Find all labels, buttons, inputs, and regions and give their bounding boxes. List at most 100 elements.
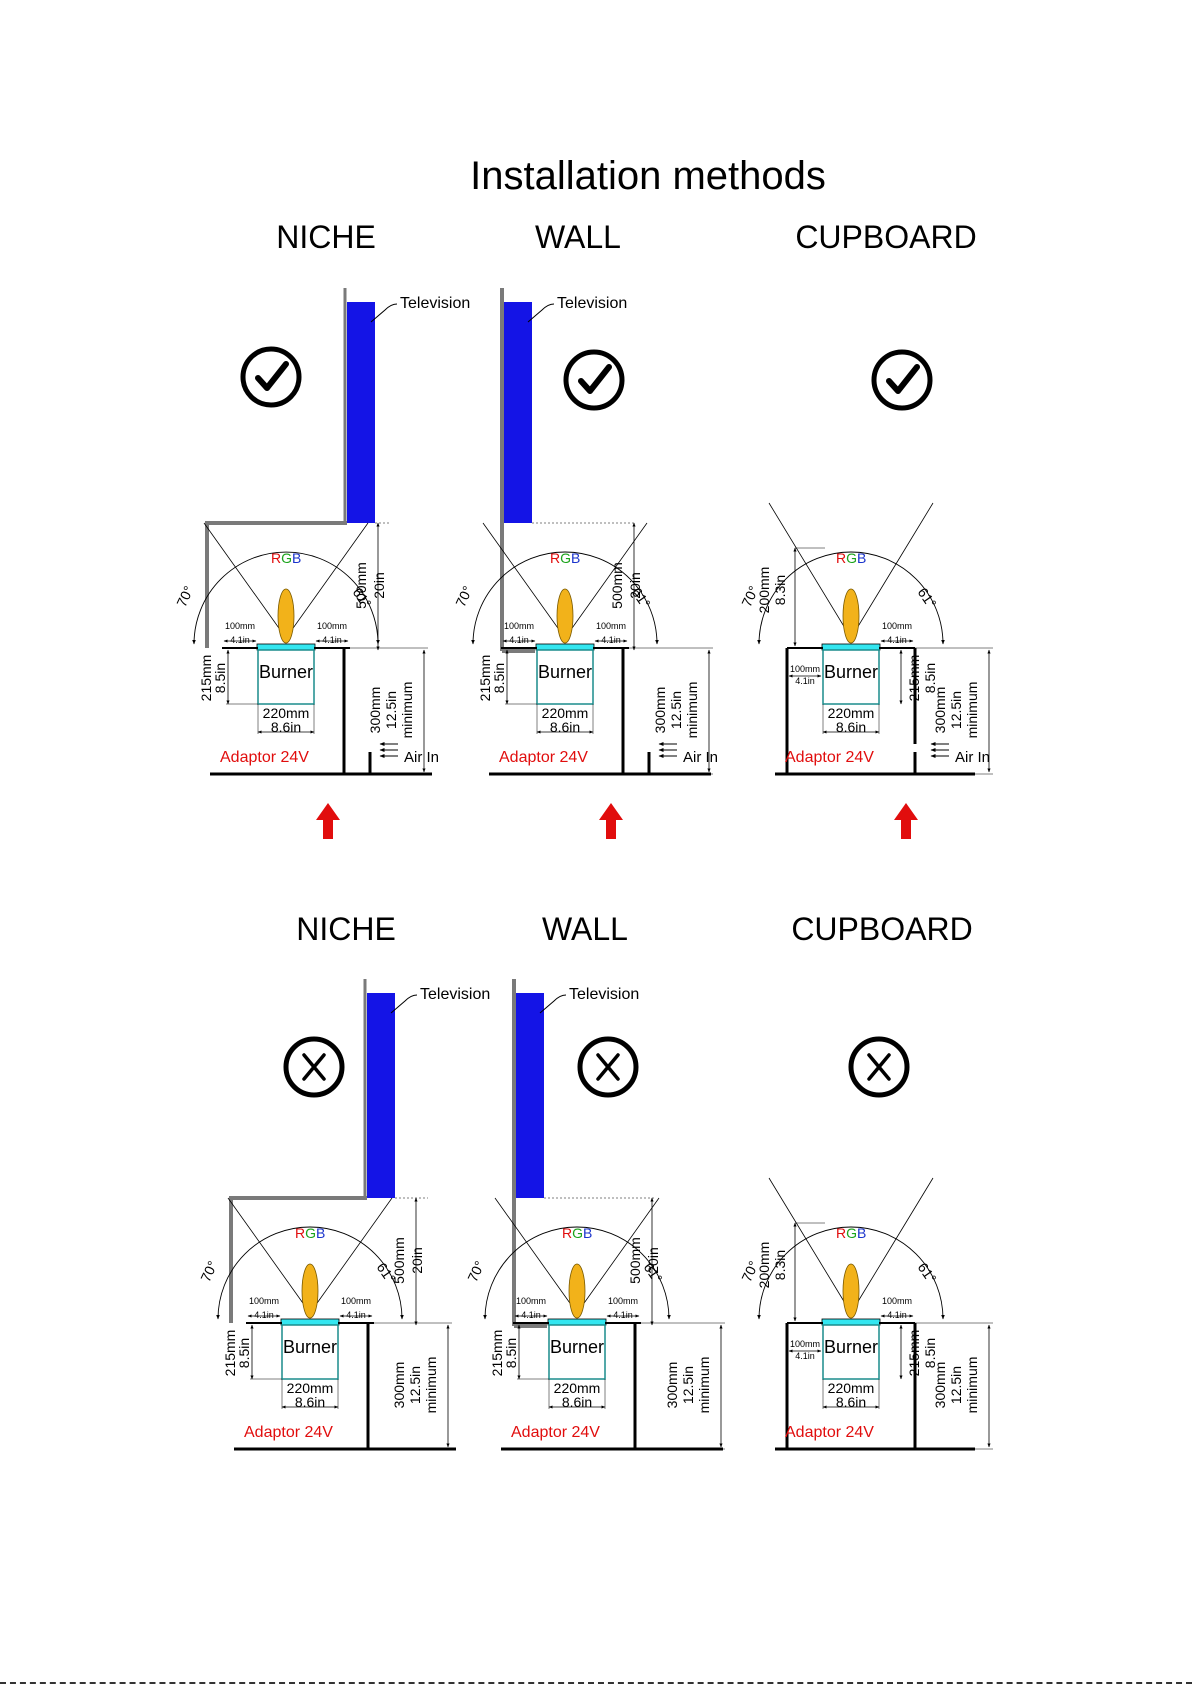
clearance-right-mm: 100mm: [608, 1296, 638, 1306]
page-title: Installation methods: [470, 154, 826, 198]
burner-top: [280, 1318, 340, 1326]
rgb-label: RGB: [836, 550, 866, 566]
air-in-arrows-icon: [658, 742, 677, 758]
clearance-left-mm: 100mm: [790, 1339, 820, 1349]
rgb-letter-r: R: [271, 550, 281, 566]
clearance-left-in: 4.1in: [509, 635, 529, 645]
burner-box: [822, 1324, 880, 1380]
below-in: 12.5in: [668, 691, 684, 729]
flame-icon: [301, 1263, 319, 1319]
burner-depth-in: 8.5in: [503, 1338, 519, 1368]
rgb-letter-b: B: [857, 550, 866, 566]
television-leader: [539, 994, 567, 1014]
niche-wall-outline: [205, 521, 347, 648]
panel-heading: NICHE: [276, 219, 376, 255]
dimension-above-mm: 500mm: [609, 562, 625, 609]
dimension-above-in: 8.3in: [772, 1250, 788, 1280]
rgb-letter-b: B: [292, 550, 301, 566]
burner-depth-mm: 215mm: [489, 1330, 505, 1377]
television-label: Television: [400, 295, 470, 312]
burner-depth-mm: 215mm: [198, 655, 214, 702]
burner-width-mm: 220mm: [263, 705, 310, 721]
clearance-left-in: 4.1in: [254, 1310, 274, 1320]
burner-label: Burner: [824, 662, 878, 682]
burner-box: [536, 649, 594, 705]
x-glyph: [302, 1053, 326, 1081]
burner-width-mm: 220mm: [828, 705, 875, 721]
page-bottom-rule: [0, 1682, 1192, 1684]
x-glyph: [596, 1053, 620, 1081]
x-circle-icon: [577, 1036, 639, 1098]
angle-arc: [483, 1226, 671, 1320]
x-circle-icon: [283, 1036, 345, 1098]
burner-width-mm: 220mm: [542, 705, 589, 721]
panel-heading: WALL: [535, 219, 621, 255]
clearance-left-mm: 100mm: [225, 621, 255, 631]
below-mm: 300mm: [367, 687, 383, 734]
flame-icon: [277, 588, 295, 644]
flame-cone-left: [482, 522, 566, 639]
below-mm: 300mm: [932, 687, 948, 734]
television-screen: [504, 302, 532, 523]
burner-top: [821, 1318, 881, 1326]
rgb-letter-r: R: [836, 550, 846, 566]
adaptor-label: Adaptor 24V: [244, 1424, 333, 1441]
flame-cone-right: [576, 1197, 660, 1314]
dimension-above-mm: 200mm: [756, 1242, 772, 1289]
dimension-above-in: 20in: [371, 572, 387, 598]
status-icon-ring: [871, 349, 933, 411]
clearance-left-in: 4.1in: [521, 1310, 541, 1320]
rgb-letter-g: G: [281, 550, 292, 566]
dimension-above-mm: 500mm: [627, 1237, 643, 1284]
below-in: 12.5in: [407, 1366, 423, 1404]
air-in-arrows-icon: [930, 742, 949, 758]
angle-left-label: 70°: [173, 583, 196, 609]
burner-depth-in: 8.5in: [212, 663, 228, 693]
rgb-letter-r: R: [295, 1225, 305, 1241]
television-screen: [516, 993, 544, 1198]
air-in-label: Air In: [404, 749, 439, 766]
clearance-right-mm: 100mm: [596, 621, 626, 631]
burner-depth-in: 8.5in: [491, 663, 507, 693]
checkmark-glyph: [255, 361, 289, 391]
clearance-left-in: 4.1in: [795, 676, 815, 686]
adaptor-label: Adaptor 24V: [785, 749, 874, 766]
adaptor-label: Adaptor 24V: [220, 749, 309, 766]
burner-label: Burner: [824, 1337, 878, 1357]
burner-top: [256, 643, 316, 651]
burner-width-in: 8.6in: [562, 1394, 592, 1410]
rgb-label: RGB: [562, 1225, 592, 1241]
television-label: Television: [420, 986, 490, 1003]
checkmark-glyph: [578, 364, 612, 394]
rgb-letter-g: G: [846, 1225, 857, 1241]
angle-left-label: 70°: [452, 583, 475, 609]
adaptor-label: Adaptor 24V: [785, 1424, 874, 1441]
television-leader: [370, 303, 398, 323]
flame-cone-left: [227, 1197, 311, 1314]
flame-cone-right: [564, 522, 648, 639]
clearance-right-mm: 100mm: [341, 1296, 371, 1306]
panel-heading: CUPBOARD: [791, 911, 972, 947]
below-in: 12.5in: [680, 1366, 696, 1404]
television-leader: [390, 994, 418, 1014]
rgb-letter-b: B: [857, 1225, 866, 1241]
angle-arc: [757, 551, 945, 645]
below-mm: 300mm: [932, 1362, 948, 1409]
red-up-arrow-icon: [316, 803, 340, 839]
rgb-label: RGB: [836, 1225, 866, 1241]
dimension-above-in: 20in: [409, 1247, 425, 1273]
burner-depth-mm: 215mm: [477, 655, 493, 702]
burner-top: [821, 643, 881, 651]
clearance-left-mm: 100mm: [790, 664, 820, 674]
below-minimum: minimum: [684, 682, 700, 739]
burner-width-in: 8.6in: [836, 1394, 866, 1410]
angle-right-label: 61°: [915, 1260, 940, 1287]
flame-icon: [842, 588, 860, 644]
rgb-letter-b: B: [571, 550, 580, 566]
